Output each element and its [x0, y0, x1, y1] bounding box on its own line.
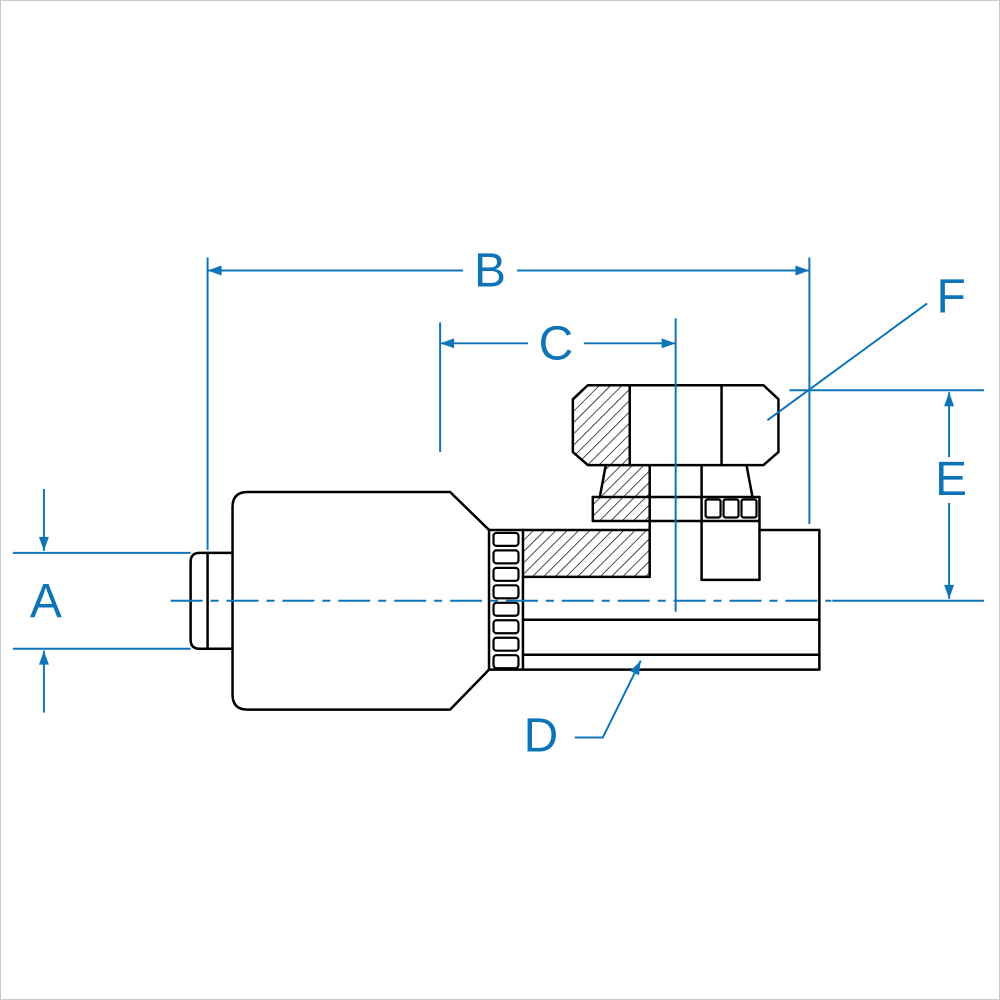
dimension-label-e: E: [935, 453, 967, 506]
serration-segment: [492, 619, 520, 635]
dimension-label-d: D: [524, 709, 559, 762]
collar-segment: [740, 498, 758, 519]
dimension-label-c: C: [539, 317, 574, 370]
serration-segment: [492, 654, 520, 670]
hex-nut-outline: [571, 383, 780, 467]
collar-hatch: [592, 497, 650, 521]
neck-hatch: [599, 465, 650, 498]
collar-segment: [722, 498, 740, 519]
serration-segment: [492, 549, 520, 565]
serration-segment: [492, 531, 520, 548]
dimension-label-f: F: [936, 270, 965, 323]
neck-left: [598, 463, 608, 499]
dimension-a: [12, 489, 191, 713]
nut-facet-hatch: [572, 385, 630, 466]
dimension-b: [206, 257, 811, 550]
dimension-e: [789, 389, 985, 602]
dim-f-leader: [766, 302, 928, 421]
elbow-bore: [648, 463, 761, 582]
centerlines: [170, 318, 832, 612]
dim-d-leader: [574, 660, 642, 739]
section-hatching: [522, 385, 650, 577]
dimensions: [12, 257, 985, 739]
dimension-labels: A B C D E F: [30, 244, 967, 762]
neck-right: [745, 463, 754, 499]
dimension-c: [439, 322, 676, 453]
serration-segment: [492, 636, 520, 652]
tube-wall-hatch: [522, 529, 650, 577]
dimension-d: [574, 660, 642, 739]
collar-segment: [704, 498, 722, 519]
dimension-f: [766, 302, 928, 421]
tube-body: [521, 528, 821, 671]
dimension-label-a: A: [30, 575, 62, 628]
dimension-label-b: B: [474, 244, 506, 297]
part-drawing: [189, 383, 821, 711]
hex-nut: [571, 383, 780, 467]
serration-segment: [492, 584, 520, 600]
serration-segment: [492, 601, 520, 617]
serration-segment: [492, 566, 520, 582]
